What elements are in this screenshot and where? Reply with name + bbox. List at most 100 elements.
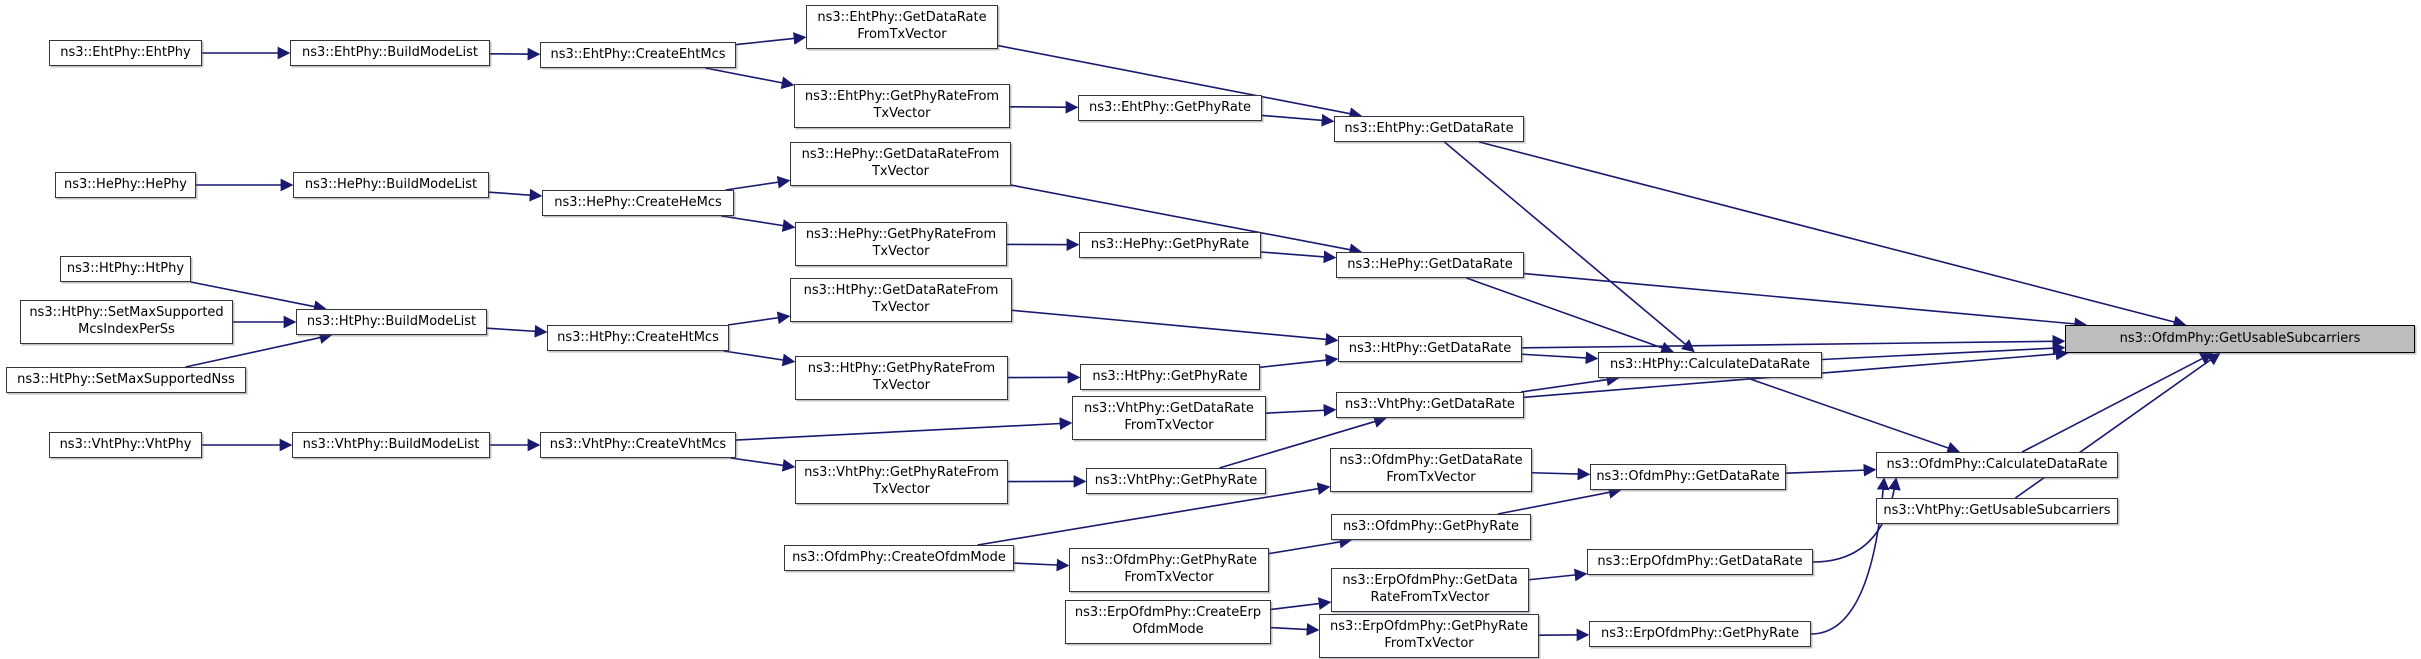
node-label: ns3::OfdmPhy::GetDataRate (1339, 453, 1523, 469)
node-label: ns3::VhtPhy::CreateVhtMcs (549, 436, 727, 452)
node-label: ns3::HtPhy::BuildModeList (306, 313, 477, 329)
edge-erpofdmphy-createerpofdmmode--erpofdmphy-getphyratefromtxvector (1270, 623, 1320, 636)
node-label: ns3::VhtPhy::BuildModeList (302, 436, 480, 452)
node-htphy-calculatedatarate[interactable]: ns3::HtPhy::CalculateDataRate (1598, 352, 1822, 378)
node-hephy-getphyrate[interactable]: ns3::HePhy::GetPhyRate (1079, 232, 1261, 258)
node-htphy-buildmodelist[interactable]: ns3::HtPhy::BuildModeList (296, 309, 487, 335)
node-label: TxVector (872, 244, 930, 259)
node-ofdmphy-createofdmmode[interactable]: ns3::OfdmPhy::CreateOfdmMode (784, 545, 1014, 571)
edge-ofdmphy-calculatedatarate--ofdmphy-getusablesubcarriers (2021, 352, 2214, 453)
node-vhtphy-getusablesubcarriers[interactable]: ns3::VhtPhy::GetUsableSubcarriers (1876, 498, 2118, 524)
edge-htphy-createhtmcs--htphy-getphyratefromtxvector (723, 350, 796, 367)
node-label: ns3::HtPhy::GetDataRateFrom (803, 283, 999, 299)
node-label: ns3::HtPhy::GetPhyRateFrom (807, 361, 996, 377)
node-ofdmphy-calculatedatarate[interactable]: ns3::OfdmPhy::CalculateDataRate (1876, 452, 2118, 478)
node-label: TxVector (871, 164, 930, 179)
node-label: ns3::OfdmPhy::CalculateDataRate (1886, 456, 2108, 472)
node-label: ns3::EhtPhy::GetDataRate (1344, 120, 1514, 136)
node-erpofdmphy-getdatarate[interactable]: ns3::ErpOfdmPhy::GetDataRate (1587, 549, 1813, 575)
node-label: ns3::HtPhy::GetDataRate (1348, 340, 1512, 356)
edge-ofdmphy-getdatarate--ofdmphy-calculatedatarate (1785, 463, 1877, 477)
node-hephy-buildmodelist[interactable]: ns3::HePhy::BuildModeList (293, 172, 489, 198)
node-label: FromTxVector (1384, 636, 1474, 651)
edge-hephy-createhemcs--hephy-getdataratefromtxvector (725, 175, 791, 191)
node-htphy-getdatarate[interactable]: ns3::HtPhy::GetDataRate (1338, 336, 1522, 362)
edge-ehtphy-getphyrate--ehtphy-getdatarate (1261, 113, 1335, 127)
node-ehtphy-getdatarate[interactable]: ns3::EhtPhy::GetDataRate (1334, 116, 1524, 142)
edge-ofdmphy-getphyratefromtxvector--ofdmphy-getphyrate (1268, 535, 1353, 555)
node-label: ns3::HePhy::CreateHeMcs (554, 194, 722, 210)
edge-htphy-calculatedatarate--ofdmphy-calculatedatarate (1747, 377, 1961, 454)
node-hephy-getdatarate[interactable]: ns3::HePhy::GetDataRate (1336, 252, 1524, 278)
node-label: ns3::ErpOfdmPhy::GetDataRate (1597, 553, 1803, 569)
node-ehtphy-getphyrate[interactable]: ns3::EhtPhy::GetPhyRate (1078, 95, 1262, 121)
edge-hephy-getdatarate--htphy-calculatedatarate (1466, 277, 1674, 354)
edge-htphy-buildmodelist--htphy-createhtmcs (486, 324, 548, 338)
edge-vhtphy-createvhtmcs--vhtphy-getphyratefromtxvector (730, 457, 796, 472)
node-vhtphy-vhtphy[interactable]: ns3::VhtPhy::VhtPhy (49, 432, 202, 458)
node-htphy-htphy[interactable]: ns3::HtPhy::HtPhy (60, 256, 191, 282)
node-label: ns3::VhtPhy::GetPhyRateFrom (804, 465, 999, 481)
node-vhtphy-buildmodelist[interactable]: ns3::VhtPhy::BuildModeList (292, 432, 490, 458)
node-label: ns3::EhtPhy::EhtPhy (60, 44, 191, 60)
node-label: ns3::VhtPhy::GetDataRate (1345, 396, 1515, 412)
node-label: ns3::HePhy::BuildModeList (304, 176, 478, 192)
edge-vhtphy-getdataratefromtxvector--vhtphy-getdatarate (1265, 403, 1337, 417)
edge-ofdmphy-createofdmmode--ofdmphy-getphyratefromtxvector (1013, 558, 1070, 572)
node-hephy-createhemcs[interactable]: ns3::HePhy::CreateHeMcs (542, 190, 734, 216)
node-ofdmphy-getdatarate[interactable]: ns3::OfdmPhy::GetDataRate (1590, 464, 1786, 490)
edge-erpofdmphy-createerpofdmmode--erpofdmphy-getdataratefromtxvector (1270, 597, 1332, 611)
edge-htphy-getdataratefromtxvector--htphy-getdatarate (1011, 309, 1339, 346)
node-vhtphy-getdatarate[interactable]: ns3::VhtPhy::GetDataRate (1336, 392, 1524, 418)
edge-htphy-createhtmcs--htphy-getdataratefromtxvector (727, 311, 791, 326)
node-label: ns3::HePhy::HePhy (64, 176, 187, 192)
edge-erpofdmphy-getdatarate--ofdmphy-calculatedatarate (1812, 477, 1901, 563)
target-node-ofdmphy-getusablesubcarriers: ns3::OfdmPhy::GetUsableSubcarriers (2065, 325, 2415, 353)
node-label: ns3::HtPhy::CalculateDataRate (1609, 356, 1811, 372)
node-ehtphy-createehtmcs[interactable]: ns3::EhtPhy::CreateEhtMcs (540, 42, 736, 68)
node-ehtphy-ehtphy[interactable]: ns3::EhtPhy::EhtPhy (49, 40, 202, 66)
edge-vhtphy-getphyrate--vhtphy-getdatarate (1219, 415, 1387, 469)
node-label: McsIndexPerSs (78, 322, 175, 337)
node-label: ns3::ErpOfdmPhy::GetPhyRate (1601, 625, 1799, 641)
edge-ehtphy-getdataratefromtxvector--ehtphy-getdatarate (997, 44, 1363, 120)
node-label: ns3::HePhy::GetPhyRate (1090, 236, 1250, 252)
node-label: TxVector (872, 482, 931, 497)
node-htphy-setmaxsupportednss[interactable]: ns3::HtPhy::SetMaxSupportedNss (6, 367, 246, 393)
node-label: ns3::EhtPhy::CreateEhtMcs (550, 46, 726, 62)
node-vhtphy-createvhtmcs[interactable]: ns3::VhtPhy::CreateVhtMcs (540, 432, 736, 458)
node-label: ns3::EhtPhy::GetPhyRateFrom (804, 89, 1000, 105)
node-ehtphy-buildmodelist[interactable]: ns3::EhtPhy::BuildModeList (290, 40, 490, 66)
node-label: ns3::VhtPhy::GetUsableSubcarriers (1883, 502, 2111, 518)
node-hephy-hephy[interactable]: ns3::HePhy::HePhy (55, 172, 196, 198)
node-label: ns3::ErpOfdmPhy::GetPhyRate (1330, 619, 1528, 635)
edge-ehtphy-createehtmcs--ehtphy-getphyratefromtxvector (705, 67, 795, 90)
node-label: ns3::OfdmPhy::GetPhyRate (1342, 518, 1520, 534)
node-htphy-getphyrate[interactable]: ns3::HtPhy::GetPhyRate (1080, 364, 1260, 390)
node-label: TxVector (872, 300, 930, 315)
edge-htphy-getphyrate--htphy-getdatarate (1259, 353, 1339, 369)
node-erpofdmphy-getphyrate[interactable]: ns3::ErpOfdmPhy::GetPhyRate (1589, 621, 1811, 647)
edge-vhtphy-getdatarate--htphy-calculatedatarate (1520, 373, 1620, 393)
node-label: ns3::ErpOfdmPhy::GetData (1342, 573, 1518, 589)
edge-htphy-getdatarate--ofdmphy-getusablesubcarriers (1521, 334, 2066, 349)
node-ofdmphy-getphyrate[interactable]: ns3::OfdmPhy::GetPhyRate (1331, 514, 1531, 540)
node-htphy-createhtmcs[interactable]: ns3::HtPhy::CreateHtMcs (547, 325, 729, 351)
node-vhtphy-getphyrate[interactable]: ns3::VhtPhy::GetPhyRate (1086, 468, 1266, 494)
node-label: ns3::OfdmPhy::CreateOfdmMode (792, 549, 1006, 565)
